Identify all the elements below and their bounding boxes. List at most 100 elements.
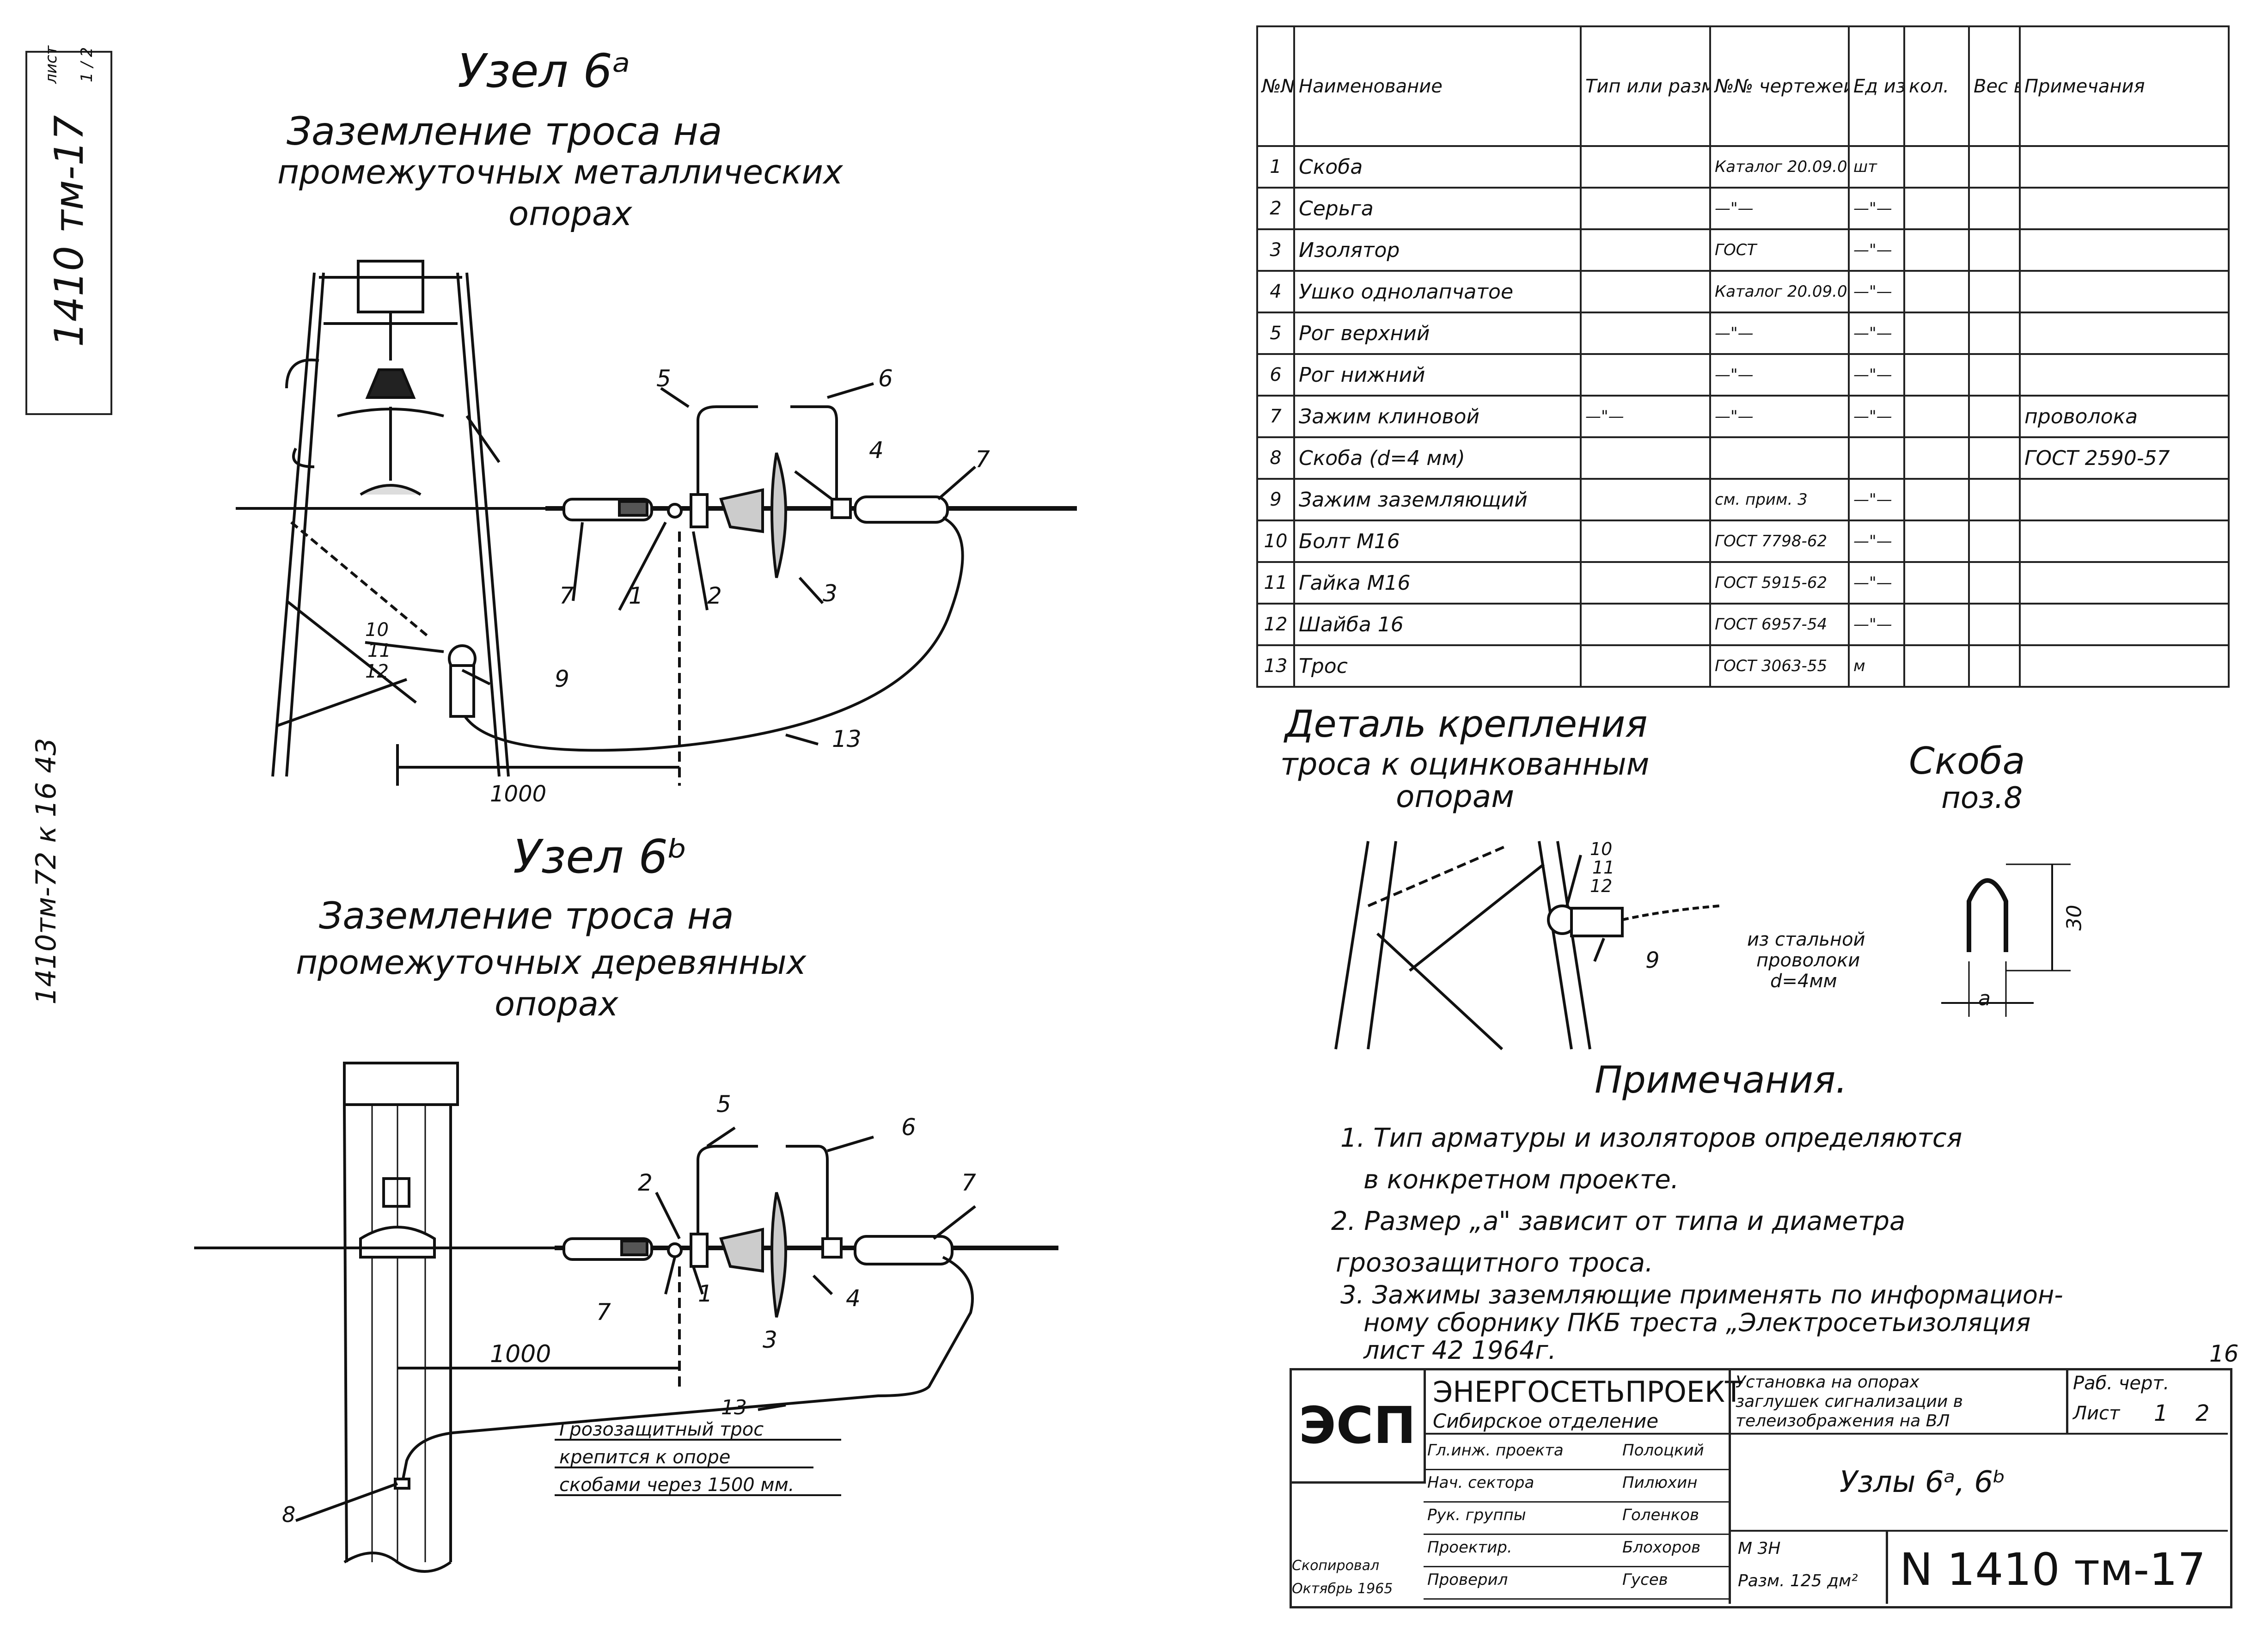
header-notes: Примечания <box>2019 25 2230 147</box>
spec-cell-unit: —"— <box>1848 228 1905 272</box>
spec-cell-unit: —"— <box>1848 395 1905 438</box>
bracket-shape <box>1967 878 2008 952</box>
note-line-4: грозозащитного троса. <box>1336 1248 1653 1278</box>
spec-cell-weight <box>1968 561 2021 605</box>
sheet-number: 1 <box>2154 1400 2168 1426</box>
spec-cell-weight <box>1968 478 2021 521</box>
sheet-label: Лист <box>2073 1403 2120 1424</box>
spec-cell-pos: 4 <box>1256 270 1295 313</box>
label-b-3: 3 <box>763 1326 777 1353</box>
spec-cell-type <box>1580 478 1711 521</box>
label-b-13: 13 <box>721 1396 747 1419</box>
spec-cell-weight <box>1968 603 2021 646</box>
label-b-6: 6 <box>901 1114 916 1141</box>
title-block <box>1290 1368 2232 1608</box>
spec-cell-weight <box>1968 353 2021 397</box>
spec-cell-type <box>1580 561 1711 605</box>
title-block-vdiv-1 <box>1729 1368 1731 1604</box>
node-a-subtitle-2: промежуточных металлических <box>277 153 843 191</box>
spec-cell-qty <box>1903 561 1970 605</box>
title-block-role: Нач. сектора <box>1427 1473 1534 1492</box>
note-line-3: 2. Размер „а" зависит от типа и диаметра <box>1331 1206 1906 1236</box>
spec-cell-drawing: ГОСТ 5915-62 <box>1709 561 1850 605</box>
node-a-subtitle-1: Заземление троса на <box>287 109 722 154</box>
spec-cell-qty <box>1903 436 1970 480</box>
label-a-7-left: 7 <box>559 582 574 609</box>
spec-cell-drawing: Каталог 20.09.01-65 <box>1709 145 1850 189</box>
spec-cell-weight <box>1968 312 2021 355</box>
title-block-row-line <box>1424 1469 1729 1470</box>
spec-header-row: №№ поз Наименование Тип или размер №№ че… <box>1256 25 2230 147</box>
spec-cell-drawing: ГОСТ 3063-55 <box>1709 644 1850 688</box>
spec-cell-drawing: Каталог 20.09.01-65 <box>1709 270 1850 313</box>
spec-cell-pos: 2 <box>1256 187 1295 230</box>
spec-cell-unit <box>1848 436 1905 480</box>
detail-wire-note-1: из стальной <box>1747 929 1865 950</box>
copied-line-1: Скопировал <box>1292 1558 1380 1574</box>
header-qty: кол. <box>1903 25 1970 147</box>
spec-cell-weight <box>1968 520 2021 563</box>
label-a-11: 11 <box>367 640 391 661</box>
spec-cell-type <box>1580 270 1711 313</box>
spec-cell-drawing <box>1709 436 1850 480</box>
spec-cell-pos: 12 <box>1256 603 1295 646</box>
spec-cell-type <box>1580 145 1711 189</box>
spec-cell-type <box>1580 644 1711 688</box>
spec-cell-type <box>1580 228 1711 272</box>
note-line-6: ному сборнику ПКБ треста „Электросетьизо… <box>1363 1308 2031 1337</box>
spec-cell-unit: —"— <box>1848 312 1905 355</box>
label-a-5: 5 <box>656 365 671 392</box>
title-block-corner-number: 16 <box>2209 1340 2239 1367</box>
spec-cell-drawing: —"— <box>1709 395 1850 438</box>
spec-cell-name: Скоба <box>1293 145 1582 189</box>
spec-cell-name: Рог нижний <box>1293 353 1582 397</box>
spec-cell-qty <box>1903 395 1970 438</box>
spec-cell-type <box>1580 312 1711 355</box>
spec-cell-drawing: —"— <box>1709 312 1850 355</box>
detail-title-3: опорам <box>1396 779 1515 814</box>
spec-cell-notes <box>2019 561 2230 605</box>
title-block-signer-name: Гусев <box>1622 1571 1668 1589</box>
project-line-2: заглушек сигнализации в <box>1736 1392 1963 1411</box>
title-block-row-line <box>1424 1566 1729 1567</box>
dimension-b: 1000 <box>490 1340 551 1368</box>
spec-cell-qty <box>1903 353 1970 397</box>
detail-tower <box>1334 841 1591 1051</box>
title-block-row-line <box>1424 1534 1729 1535</box>
note-line-7: лист 42 1964г. <box>1363 1336 1556 1365</box>
spec-cell-qty <box>1903 187 1970 230</box>
node-b-subtitle-2: промежуточных деревянных <box>296 943 807 982</box>
spec-cell-weight <box>1968 187 2021 230</box>
spec-cell-drawing: —"— <box>1709 187 1850 230</box>
header-type: Тип или размер <box>1580 25 1711 147</box>
specification-table: №№ поз Наименование Тип или размер №№ че… <box>1256 25 2230 688</box>
spec-cell-drawing: ГОСТ 6957-54 <box>1709 603 1850 646</box>
spec-cell-notes <box>2019 228 2230 272</box>
detail-title-1: Деталь крепления <box>1285 703 1648 746</box>
spec-cell-unit: —"— <box>1848 270 1905 313</box>
spec-cell-notes <box>2019 270 2230 313</box>
spec-cell-notes: проволока <box>2019 395 2230 438</box>
label-a-6: 6 <box>878 365 893 392</box>
node-b-subtitle-3: опорах <box>495 984 618 1023</box>
title-block-role: Рук. группы <box>1427 1506 1526 1524</box>
spec-cell-notes <box>2019 644 2230 688</box>
bracket-pos: поз.8 <box>1941 781 2023 815</box>
title-block-signer-name: Голенков <box>1622 1506 1699 1524</box>
spec-cell-notes <box>2019 187 2230 230</box>
label-a-3: 3 <box>823 580 838 607</box>
pole-b-top-plate <box>343 1062 459 1106</box>
detail-label-9: 9 <box>1645 947 1660 973</box>
spec-cell-weight <box>1968 145 2021 189</box>
label-a-1: 1 <box>629 582 643 609</box>
spec-cell-notes: ГОСТ 2590-57 <box>2019 436 2230 480</box>
spec-cell-name: Рог верхний <box>1293 312 1582 355</box>
spec-cell-name: Изолятор <box>1293 228 1582 272</box>
margin-stamp <box>25 51 112 415</box>
